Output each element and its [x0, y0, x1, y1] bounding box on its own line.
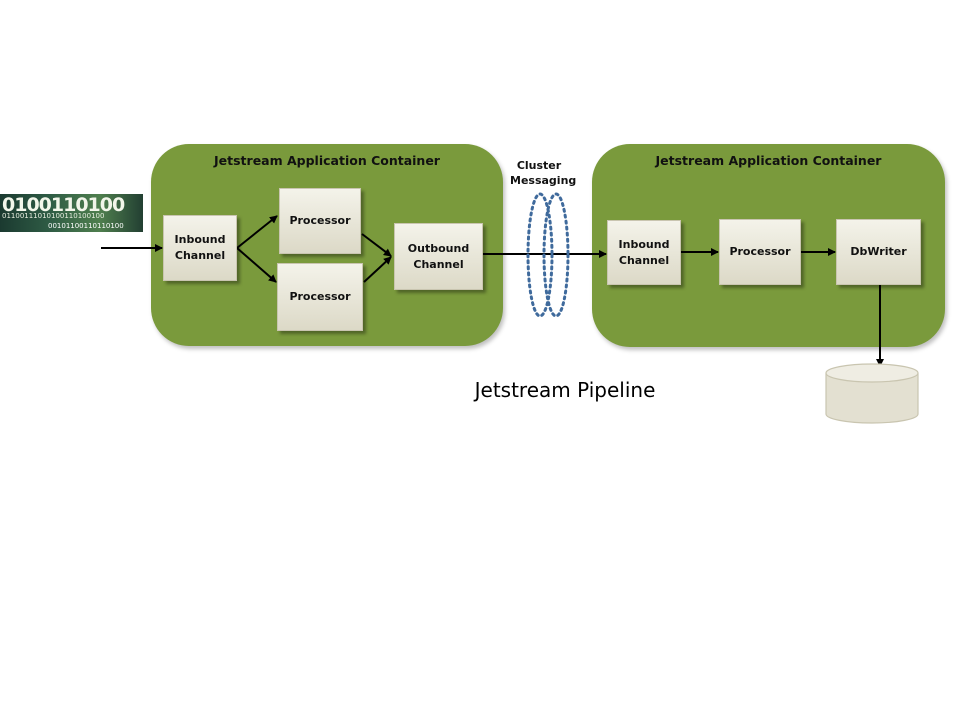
binary-data-image: 0100110100 01100111010100110100100 00101… [0, 194, 143, 232]
arrow-processor-2-outbound [363, 256, 392, 283]
processor-3: Processor [719, 219, 801, 285]
binary-text: 00101100110110100 [48, 222, 124, 230]
arrow-inbound-processor-1 [236, 215, 278, 249]
messaging-loop-1 [526, 192, 554, 318]
processor-1: Processor [279, 188, 361, 254]
container-title: Jetstream Application Container [214, 153, 440, 168]
binary-text: 0100110100 [2, 194, 125, 216]
container-title: Jetstream Application Container [655, 153, 882, 168]
inbound-channel-1: Inbound Channel [163, 215, 237, 281]
arrow-processor-1-outbound [361, 233, 392, 257]
database-cylinder [825, 363, 919, 424]
arrow-inbound-processor-2 [236, 247, 277, 283]
processor-2: Processor [277, 263, 363, 331]
outbound-channel: Outbound Channel [394, 223, 483, 290]
messaging-loop-2 [542, 192, 570, 318]
inbound-channel-2: Inbound Channel [607, 220, 681, 285]
pipeline-title: Jetstream Pipeline [474, 378, 656, 402]
dbwriter: DbWriter [836, 219, 921, 285]
cluster-messaging-label: Cluster Messaging [510, 159, 577, 188]
binary-text: 01100111010100110100100 [2, 212, 105, 220]
